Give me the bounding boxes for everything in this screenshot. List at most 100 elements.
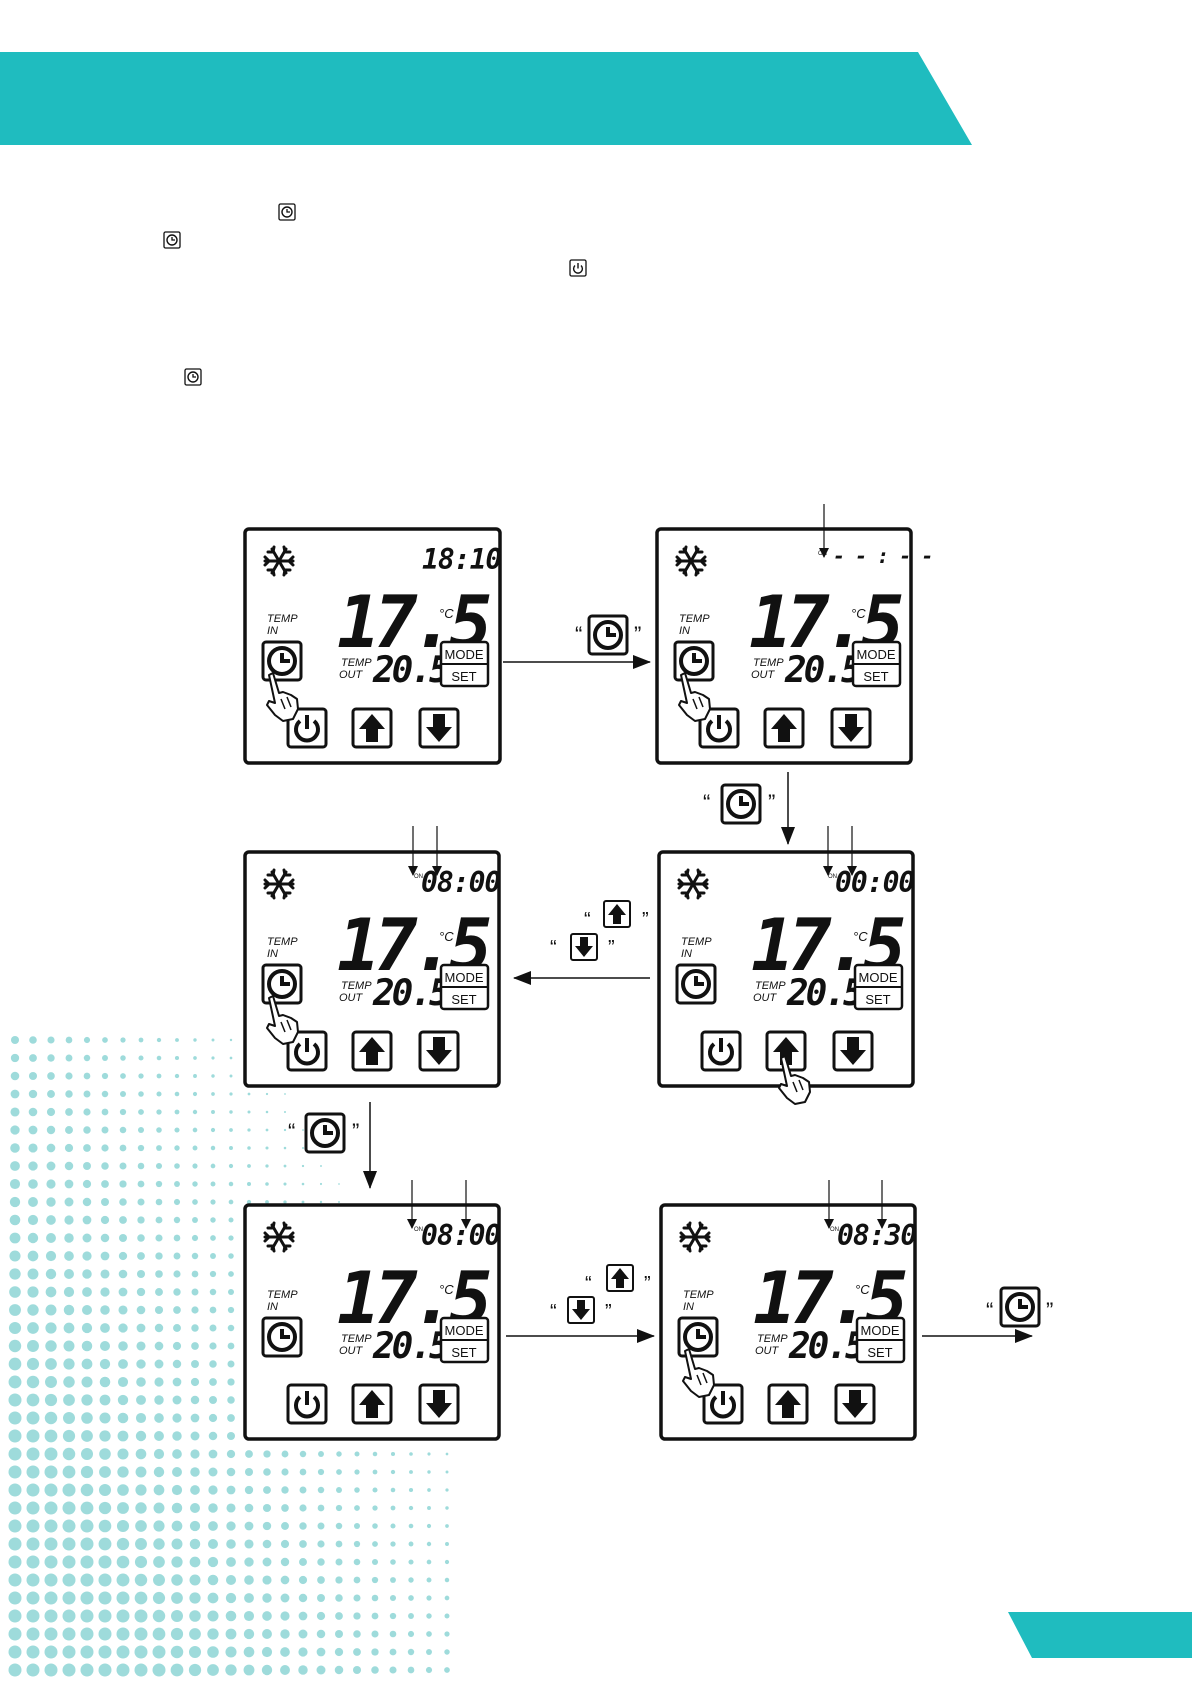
decorative-dot [136, 1287, 146, 1297]
decorative-dot [390, 1559, 396, 1565]
decorative-dot [261, 1664, 273, 1676]
up-button[interactable] [351, 1383, 393, 1425]
decorative-dot [99, 1394, 111, 1406]
decorative-dot [81, 1376, 93, 1388]
down-button[interactable] [418, 1030, 460, 1072]
timer-button[interactable] [261, 1316, 303, 1358]
decorative-dot [280, 1647, 290, 1657]
decorative-dot [190, 1485, 200, 1495]
decorative-dot [262, 1521, 272, 1531]
decorative-dot [298, 1629, 308, 1639]
clock-display: 18:10 [422, 543, 501, 576]
decorative-dot [26, 1555, 40, 1569]
decorative-dot [82, 1305, 92, 1315]
decorative-dot [244, 1521, 254, 1531]
temp-unit: °C [853, 929, 868, 944]
decorative-dot [62, 1645, 76, 1659]
decorative-dot [171, 1574, 183, 1586]
decorative-dot [211, 1056, 215, 1060]
mode-label: MODE [857, 647, 896, 662]
decorative-dot [28, 1143, 38, 1153]
decorative-dot [408, 1595, 414, 1601]
decorative-dot [283, 1182, 287, 1186]
decorative-dot [445, 1524, 449, 1528]
decorative-dot [99, 1376, 111, 1388]
decorative-dot [172, 1377, 182, 1387]
power-button[interactable] [286, 1383, 328, 1425]
power-button[interactable] [700, 1030, 742, 1072]
decorative-dot [46, 1233, 56, 1243]
decorative-dot [47, 1054, 55, 1062]
decorative-dot [408, 1577, 414, 1583]
decorative-dot [26, 1501, 40, 1515]
timer-button[interactable] [675, 963, 717, 1005]
decorative-dot [389, 1630, 397, 1638]
decorative-dot [102, 1055, 108, 1061]
down-button[interactable] [834, 1383, 876, 1425]
decorative-dot [299, 1468, 307, 1476]
decorative-dot [372, 1451, 378, 1457]
mode-label: MODE [859, 970, 898, 985]
decorative-dot [243, 1646, 255, 1658]
decorative-dot [281, 1504, 289, 1512]
decorative-dot [192, 1109, 198, 1115]
temp-in-label: IN [681, 948, 692, 960]
decorative-dot [80, 1519, 94, 1533]
decorative-dot [445, 1488, 449, 1492]
decorative-dot [80, 1591, 94, 1605]
decorative-dot [26, 1429, 40, 1443]
decorative-dot [63, 1358, 75, 1370]
decorative-dot [265, 1110, 269, 1114]
decorative-dot [137, 1162, 145, 1170]
decorative-dot [263, 1486, 271, 1494]
up-button[interactable] [767, 1383, 809, 1425]
decorative-dot [209, 1288, 217, 1296]
decorative-dot [100, 1323, 110, 1333]
temp-in-label: IN [683, 1301, 694, 1313]
up-button[interactable] [763, 707, 805, 749]
temp-in-label: IN [267, 948, 278, 960]
decorative-dot [280, 1593, 290, 1603]
decorative-dot [207, 1628, 219, 1640]
up-button[interactable] [351, 1030, 393, 1072]
up-button[interactable] [351, 707, 393, 749]
decorative-dot [98, 1519, 112, 1533]
decorative-dot [83, 1162, 91, 1170]
decorative-dot [27, 1340, 39, 1352]
decorative-dot [207, 1538, 219, 1550]
temp-in-label: IN [267, 625, 278, 637]
decorative-dot [153, 1448, 165, 1460]
decorative-dot [444, 1631, 450, 1637]
down-button[interactable] [418, 707, 460, 749]
decorative-dot [46, 1125, 56, 1135]
decorative-dot [371, 1576, 379, 1584]
decorative-dot [171, 1610, 183, 1622]
decorative-dot [280, 1611, 290, 1621]
temp-out-label: OUT [755, 1345, 780, 1357]
decorative-dot [138, 1091, 144, 1097]
down-button[interactable] [832, 1030, 874, 1072]
decorative-dot [262, 1539, 272, 1549]
down-button[interactable] [830, 707, 872, 749]
decorative-dot [116, 1645, 130, 1659]
decorative-dot [244, 1557, 254, 1567]
decorative-dot [353, 1522, 361, 1530]
decorative-dot [189, 1538, 201, 1550]
decorative-dot [244, 1485, 254, 1495]
decorative-dot [45, 1376, 57, 1388]
decorative-dot [64, 1251, 74, 1261]
decorative-dot [8, 1609, 22, 1623]
decorative-dot [152, 1591, 166, 1605]
decorative-dot [371, 1666, 379, 1674]
down-button[interactable] [418, 1383, 460, 1425]
decorative-dot [8, 1663, 22, 1677]
inline-timer-icon [278, 203, 296, 221]
decorative-dot [8, 1627, 22, 1641]
decorative-dot [80, 1627, 94, 1641]
